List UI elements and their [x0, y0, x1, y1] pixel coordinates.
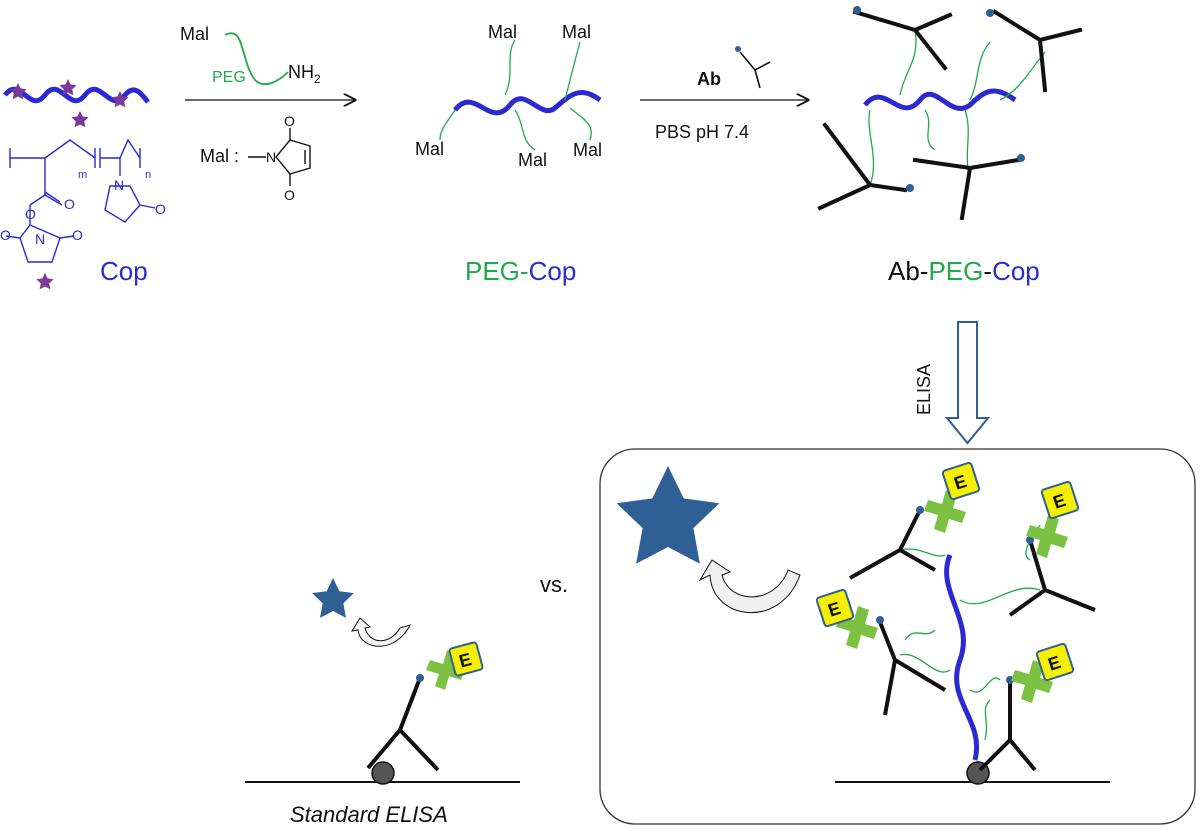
maleimide-structure: [248, 128, 311, 186]
capture-bead: [371, 761, 395, 785]
copolymer-squiggle: [3, 86, 150, 104]
buffer-label: PBS pH 7.4: [655, 122, 749, 142]
antibodies: [849, 509, 1096, 772]
detection-crosses: [836, 490, 1068, 703]
nhs-o-right-label: O: [72, 227, 83, 243]
enhanced-elisa-frame: [599, 448, 1196, 825]
n-subscript: n: [145, 169, 151, 181]
pyrrolidone-o-label: O: [155, 201, 166, 217]
svg-text:E: E: [826, 598, 844, 621]
peg-cop-mal-label-5: Mal: [573, 140, 602, 160]
peg-linkers: [899, 524, 1041, 741]
reagent-ab-label: Ab: [697, 69, 721, 89]
enzyme-box: E: [941, 461, 981, 501]
peg-linker-chain: [224, 32, 289, 85]
ab-peg-cop-label: Ab-PEG-Cop: [888, 256, 1040, 286]
antigen-dots: [876, 506, 1034, 684]
enzyme-label: E: [457, 649, 474, 671]
peg-cop-mal-label-2: Mal: [562, 22, 591, 42]
mal-definition-label: Mal :: [200, 146, 239, 166]
standard-elisa-assay: E: [245, 578, 520, 785]
large-curved-arrow: [698, 559, 801, 613]
svg-text:E: E: [1046, 652, 1064, 675]
peg-cop-mal-label-4: Mal: [518, 150, 547, 170]
svg-text:E: E: [952, 471, 970, 494]
nhs-star: [71, 111, 89, 128]
elisa-step-label: ELISA: [914, 364, 934, 415]
maleimide-n-label: N: [266, 149, 276, 165]
antigen-site-dot: [735, 46, 741, 52]
ab-peg-cop-cluster: [817, 6, 1083, 221]
cop-label: Cop: [100, 256, 148, 286]
elisa-down-arrow: [944, 321, 991, 445]
small-antibody-icon: [739, 51, 771, 89]
antigen-site-dot: [416, 674, 424, 682]
carbonyl-o-label: O: [64, 196, 75, 212]
vs-label: vs.: [540, 572, 568, 597]
maleimide-o-top-label: O: [284, 113, 295, 129]
nhs-n-label: N: [35, 231, 45, 247]
ester-o-label: O: [25, 206, 36, 222]
reagent-mal-label: Mal: [180, 24, 209, 44]
peg-cop-label: PEG-Cop: [465, 256, 576, 286]
nhs-o-left-label: O: [0, 227, 11, 243]
m-subscript: m: [78, 169, 87, 181]
detection-cross: [426, 650, 465, 690]
copolymer-structure: [5, 138, 156, 263]
pyrrolidone-n-label: N: [114, 177, 124, 193]
standard-elisa-caption: Standard ELISA: [290, 802, 448, 827]
enzyme-box: E: [1035, 642, 1075, 682]
enzyme-box: E: [815, 588, 855, 628]
enzyme-box: [448, 641, 484, 677]
reagent-peg-label: PEG: [212, 69, 246, 86]
small-analyte-star: [312, 578, 354, 618]
svg-text:E: E: [1051, 490, 1069, 513]
capture-antibody: [366, 677, 440, 772]
enzyme-box: E: [1040, 480, 1080, 520]
small-curved-arrow: [350, 617, 411, 647]
peg-cop-mal-label-1: Mal: [488, 22, 517, 42]
nhs-star: [36, 273, 54, 290]
reagent-amine-label: NH2: [288, 62, 321, 86]
maleimide-o-bottom-label: O: [284, 187, 295, 203]
enhanced-elisa-assay: E E E E: [616, 461, 1110, 785]
large-analyte-star: [616, 466, 720, 564]
peg-cop-molecule: [439, 39, 602, 151]
peg-cop-mal-label-3: Mal: [415, 139, 444, 159]
polymer-backbone: [944, 554, 980, 761]
